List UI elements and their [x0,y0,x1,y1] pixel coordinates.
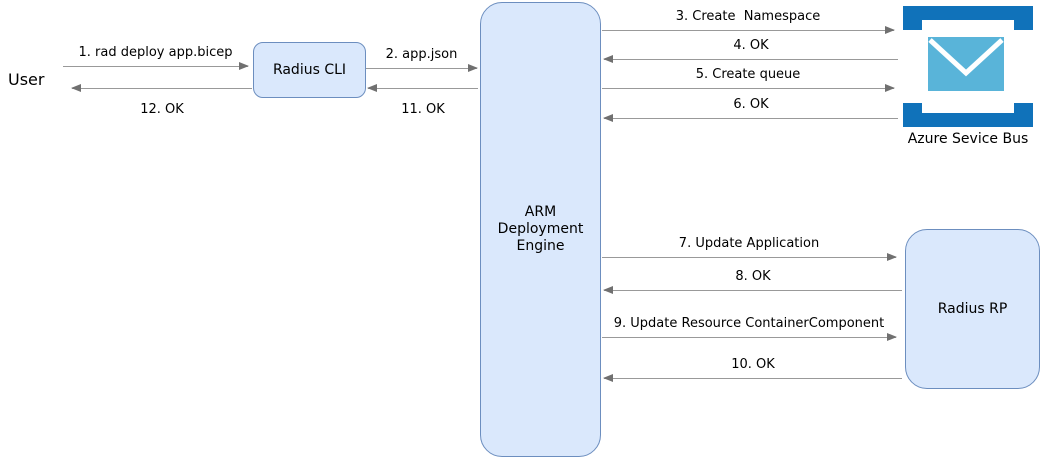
arrowhead-left-icon [603,374,613,382]
message-arrow-3: 3. Create Namespace [602,9,895,34]
node-arm-deployment-engine: ARM Deployment Engine [480,2,601,457]
node-radius-rp: Radius RP [905,229,1040,389]
message-arrow-4: 4. OK [603,38,898,63]
message-8-line [603,286,902,294]
message-5-line [602,84,895,92]
message-arrow-6: 6. OK [603,97,898,122]
arrowhead-left-icon [603,55,613,63]
message-arrow-7: 7. Update Application [602,236,897,261]
message-11-label: 11. OK [401,102,445,117]
message-9-line [602,333,897,341]
service-bus-envelope-icon [903,6,1033,131]
message-arrow-12: 12. OK [71,84,252,117]
message-12-line [71,84,252,92]
arrowhead-left-icon [367,84,377,92]
arrowhead-left-icon [71,84,81,92]
message-6-line [603,114,898,122]
message-arrow-8: 8. OK [603,269,902,294]
message-arrow-10: 10. OK [603,357,902,382]
message-11-line [367,84,478,92]
node-radius-rp-label: Radius RP [937,300,1008,317]
message-1-line [63,62,249,70]
message-arrow-1: 1. rad deploy app.bicep [63,45,249,70]
message-7-line [602,253,897,261]
message-arrow-5: 5. Create queue [602,67,895,92]
message-arrow-11: 11. OK [367,84,478,117]
message-12-label: 12. OK [140,102,184,117]
service-bus-envelope [928,37,1004,91]
message-6-label: 6. OK [733,97,769,112]
arrowhead-right-icon [885,26,895,34]
node-radius-cli-label: Radius CLI [272,61,347,78]
node-azure-service-bus-label: Azure Sevice Bus [907,131,1029,147]
node-arm-deployment-engine-label: ARM Deployment Engine [497,204,584,254]
envelope-flap [928,38,1004,77]
arrowhead-right-icon [239,62,249,70]
message-9-label: 9. Update Resource ContainerComponent [613,316,885,331]
service-bus-top-bracket [903,6,1033,30]
message-1-label: 1. rad deploy app.bicep [78,45,233,60]
node-radius-cli: Radius CLI [253,42,366,98]
message-arrow-9: 9. Update Resource ContainerComponent [602,316,897,341]
message-4-label: 4. OK [733,38,769,53]
message-10-label: 10. OK [731,357,775,372]
message-5-label: 5. Create queue [695,67,801,82]
message-8-label: 8. OK [735,269,771,284]
message-3-label: 3. Create Namespace [675,9,821,24]
arrowhead-left-icon [603,286,613,294]
arrowhead-right-icon [887,253,897,261]
message-10-line [603,374,902,382]
message-2-label: 2. app.json [385,47,458,62]
arrowhead-right-icon [887,333,897,341]
arrowhead-right-icon [468,64,478,72]
service-bus-bottom-bracket [903,103,1033,127]
arrowhead-right-icon [885,84,895,92]
message-3-line [602,26,895,34]
message-4-line [603,55,898,63]
arrowhead-left-icon [603,114,613,122]
message-arrow-2: 2. app.json [366,47,478,72]
message-2-line [366,64,478,72]
message-7-label: 7. Update Application [678,236,820,251]
actor-user-label: User [8,70,45,89]
